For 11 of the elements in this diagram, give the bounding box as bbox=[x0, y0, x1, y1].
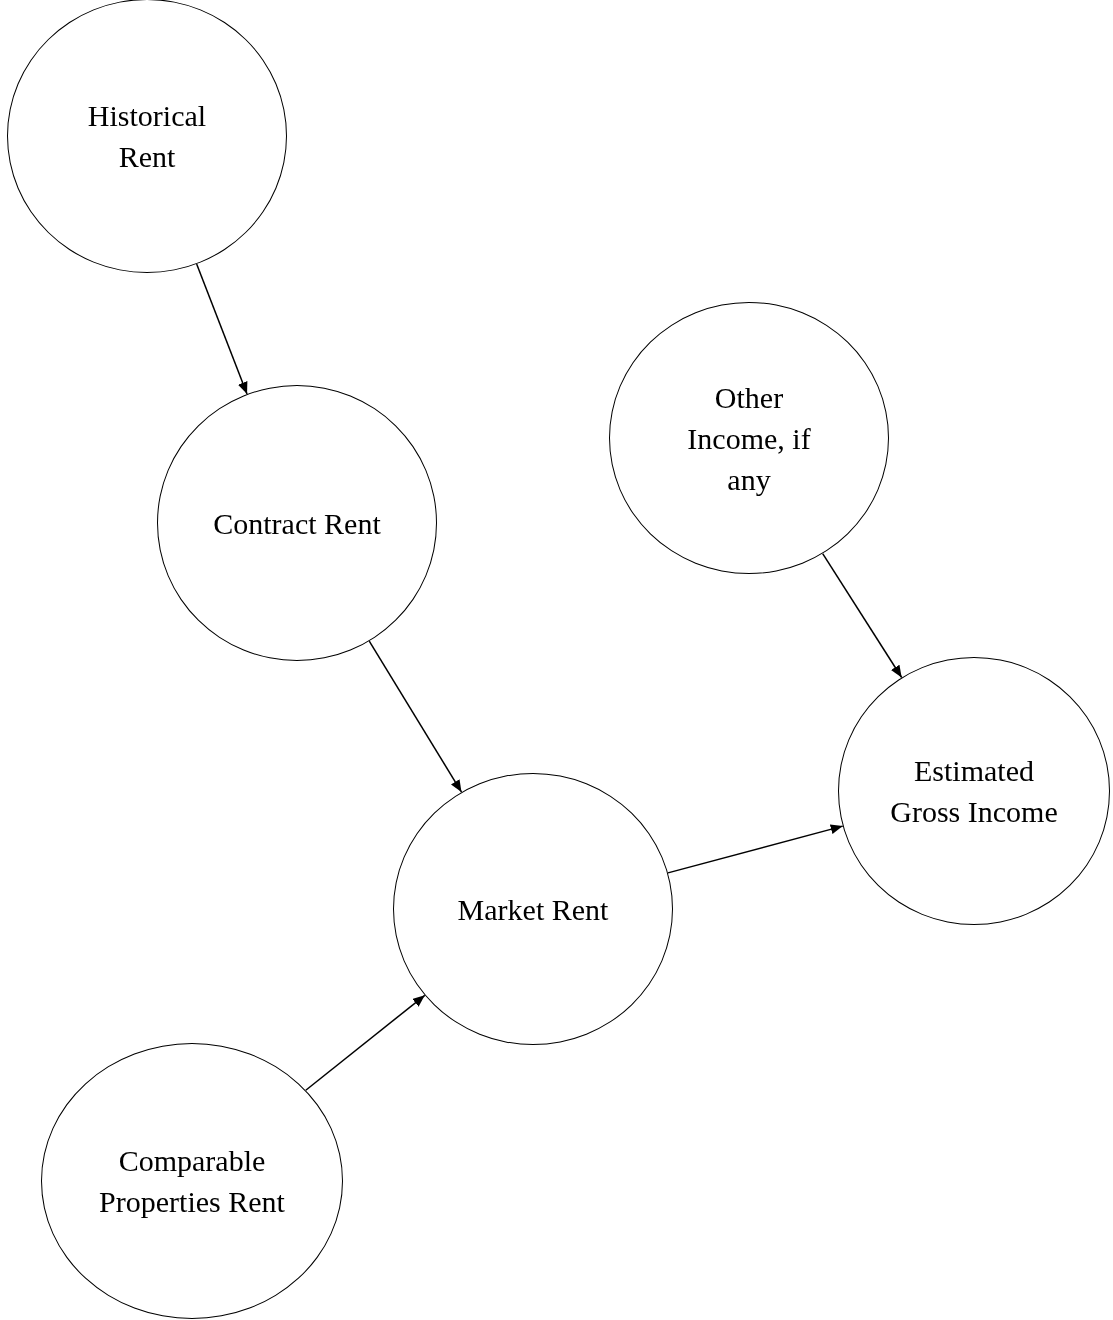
arrow bbox=[821, 552, 903, 679]
node-label: Estimated Gross Income bbox=[889, 753, 1059, 830]
arrow bbox=[667, 824, 844, 874]
node-label: Contract Rent bbox=[213, 505, 381, 542]
arrow bbox=[368, 640, 463, 793]
arrow bbox=[195, 263, 248, 395]
node-label: Other Income, if any bbox=[686, 379, 812, 498]
node-label: Market Rent bbox=[457, 891, 609, 928]
node-label: Historical Rent bbox=[86, 98, 208, 175]
node-label: Comparable Properties Rent bbox=[98, 1143, 286, 1220]
arrow bbox=[305, 994, 426, 1091]
